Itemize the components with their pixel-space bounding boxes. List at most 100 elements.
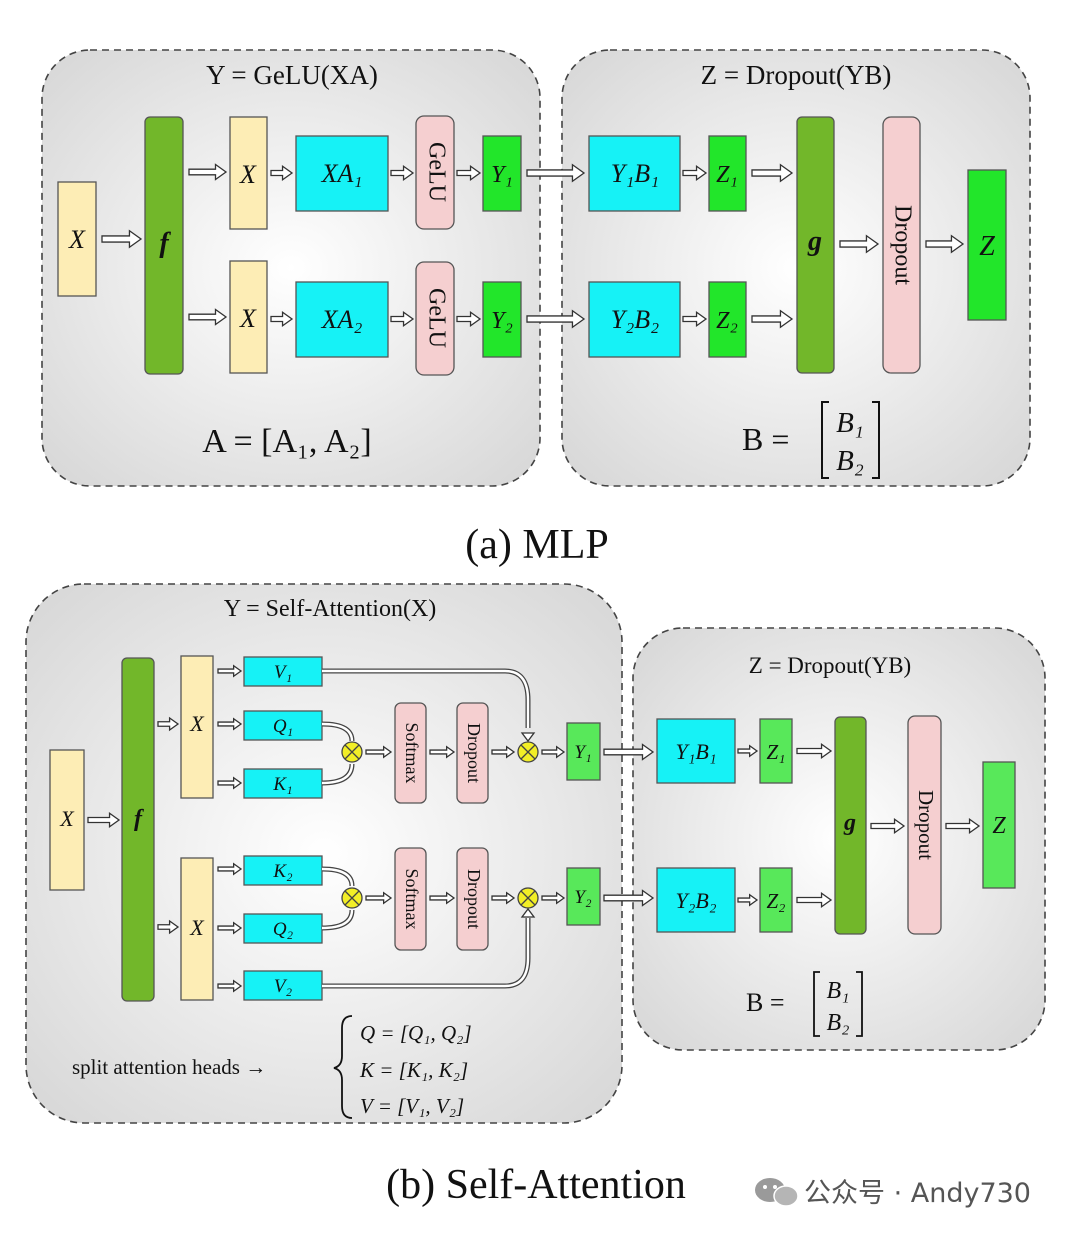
mlp-b-definition-bottom: B₂ (836, 445, 864, 477)
attn-k1-box (243, 768, 323, 799)
attn-split-q: Q = [Q₁, Q₂] (360, 1021, 472, 1045)
attn-split-f-box (121, 657, 155, 1002)
mlp-b1-z-box (708, 135, 747, 212)
attn-v2-label: V₂ (274, 976, 293, 997)
mlp-output-label: Z (979, 231, 995, 262)
attn-b2-dropout-label: Dropout (464, 869, 484, 929)
attn-arrow-x2-v2 (217, 979, 243, 993)
attn-b2-z-label: Z₂ (767, 889, 786, 913)
mlp-arrow-gelu-y2 (456, 310, 482, 328)
attn-b-definition-lhs: B = (746, 988, 785, 1017)
attn-arrow-softmax1-dropout (429, 745, 456, 759)
mlp-b2-yb-label: Y₂B₂ (611, 305, 659, 334)
attn-b2-z-box (759, 867, 793, 933)
attn-arrow-g-dropout (870, 817, 906, 835)
attn-split-f-label: f (134, 806, 144, 832)
mlp-b1-gelu-label: GeLU (423, 142, 449, 202)
mlp-b2-gelu-box (415, 261, 455, 376)
mlp-b-bracket-left (821, 401, 829, 479)
attn-b-bracket-left (813, 971, 820, 1037)
attn-arrow-x2-q2 (217, 921, 243, 935)
mlp-arrow-g-dropout (839, 234, 880, 254)
attn-b2-yb-box (656, 867, 736, 933)
attn-b1-v-multiply-icon (517, 741, 539, 763)
attn-b1-yb-box (656, 718, 736, 784)
mlp-arrow-x2-xa2 (270, 310, 294, 328)
attn-b2-v-multiply-icon (517, 887, 539, 909)
mlp-arrow-dropout-z (925, 234, 965, 254)
mlp-arrow-z1-g (751, 163, 794, 183)
mlp-input-box (57, 181, 97, 297)
mlp-b2-xa-label: XA₂ (321, 305, 363, 334)
attn-b2-x-label: X (189, 915, 205, 940)
attn-b-definition-bottom: B₂ (826, 1010, 849, 1036)
mlp-b1-gelu-box (415, 115, 455, 230)
attn-b1-x-label: X (189, 711, 205, 736)
mlp-arrow-y2-yb2 (526, 309, 586, 329)
mlp-b1-yb-label: Y₁B₁ (611, 159, 659, 188)
mlp-b2-z-label: Z₂ (716, 308, 738, 334)
mlp-b1-z-label: Z₁ (716, 162, 738, 188)
attn-arrow-f-x1 (157, 716, 180, 732)
attn-b2-softmax-label: Softmax (402, 869, 422, 930)
attn-arrow-dropout2-mult (491, 891, 516, 905)
attn-b-bracket-right (856, 971, 863, 1037)
attn-arrow-mult2-y2 (541, 891, 566, 905)
attn-arrow-dropout1-mult (491, 745, 516, 759)
attn-arrow-f-x2 (157, 919, 180, 935)
mlp-a-definition: A = [A₁, A₂] (202, 423, 371, 460)
mlp-b2-z-box (708, 281, 747, 358)
attn-arrow-z2-g (796, 891, 833, 909)
flow-arrows (87, 163, 981, 993)
mlp-arrow-y1-yb1 (526, 163, 586, 183)
mlp-input-label: X (68, 225, 86, 254)
mlp-b2-yb-box (588, 281, 681, 358)
attn-arrow-input-f (87, 811, 121, 829)
attn-b1-y-label: Y₁ (574, 742, 591, 763)
attn-merge-g-box (834, 716, 867, 935)
attn-arrow-yb1-z1 (737, 744, 759, 758)
attn-arrow-y2-yb2 (603, 889, 655, 907)
mlp-b-definition-top: B₁ (836, 407, 864, 439)
attn-b2-y-box (566, 867, 601, 926)
attn-v2-box (243, 970, 323, 1001)
attn-b2-qk-multiply-icon (341, 887, 363, 909)
mlp-b2-xa-box (295, 281, 389, 358)
attn-arrow-x1-q1 (217, 717, 243, 731)
attn-right-formula: Z = Dropout(YB) (749, 653, 911, 678)
mlp-arrow-xa1-gelu (390, 164, 415, 182)
mlp-b2-gelu-label: GeLU (423, 288, 449, 348)
attn-k2-label: K₂ (272, 861, 293, 882)
attn-left-panel (25, 583, 623, 1124)
attn-q1-label: Q₁ (273, 716, 293, 737)
mlp-b1-xa-box (295, 135, 389, 212)
attn-arrow-qk2-softmax (365, 891, 393, 905)
mlp-arrow-yb2-z2 (682, 310, 708, 328)
attn-split-brace (333, 1015, 353, 1119)
attn-q2-label: Q₂ (273, 919, 294, 940)
attn-b1-qk-multiply-icon (341, 741, 363, 763)
mlp-dropout-box (882, 116, 921, 374)
attn-b2-dropout-box (456, 847, 489, 951)
mlp-arrow-xa2-gelu (390, 310, 415, 328)
mlp-arrow-f-x1 (188, 163, 228, 181)
attn-b1-dropout-box (456, 702, 489, 804)
mlp-caption: (a) MLP (465, 522, 608, 568)
mlp-split-f-label: f (159, 228, 171, 259)
attn-b1-softmax-box (394, 702, 427, 804)
attn-v1-label: V₁ (274, 662, 292, 683)
attn-b-definition-top: B₁ (826, 978, 849, 1004)
attn-b1-y-box (566, 722, 601, 781)
attn-q1-box (243, 710, 323, 741)
wechat-icon (755, 1178, 799, 1207)
mlp-arrow-gelu-y1 (456, 164, 482, 182)
attn-output-label: Z (992, 813, 1006, 839)
attn-arrow-x1-v1 (217, 664, 243, 678)
attn-split-k: K = [K₁, K₂] (359, 1058, 468, 1082)
attn-b2-softmax-box (394, 847, 427, 951)
mlp-b2-x-box (229, 260, 268, 374)
attn-b1-softmax-label: Softmax (402, 723, 422, 784)
attn-merge-g-label: g (843, 810, 856, 836)
